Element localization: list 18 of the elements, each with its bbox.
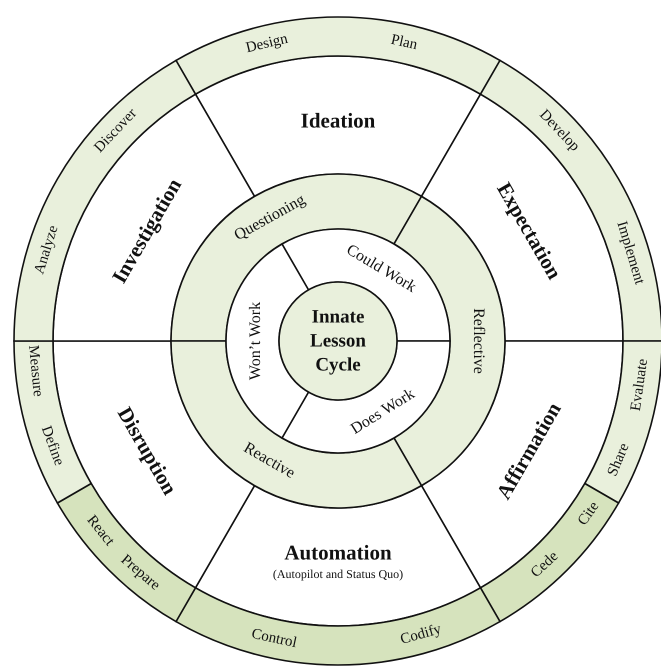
segment-label: Plan — [389, 33, 419, 54]
segment-label: Control — [250, 626, 298, 652]
segment-label: Codify — [398, 622, 443, 648]
center-title: Innate Lesson Cycle — [309, 305, 367, 377]
segment-label: Won’t Work — [248, 302, 264, 380]
segment-label: Evaluate — [628, 357, 652, 412]
segment-label: Reflective — [470, 308, 486, 374]
segment-label: Analyze — [32, 224, 62, 276]
sector-title: Ideation — [300, 110, 376, 132]
sector-subtitle: (Autopilot and Status Quo) — [272, 568, 404, 580]
segment-label: Define — [38, 424, 66, 468]
segment-label: Cite — [576, 499, 603, 528]
segment-label: Measure — [24, 344, 45, 398]
segment-label: Does Work — [348, 386, 418, 438]
segment-label: Design — [244, 32, 290, 57]
segment-label: Share — [605, 441, 632, 478]
sector-title: Automation — [284, 542, 392, 564]
segment-label: Cede — [528, 549, 562, 582]
